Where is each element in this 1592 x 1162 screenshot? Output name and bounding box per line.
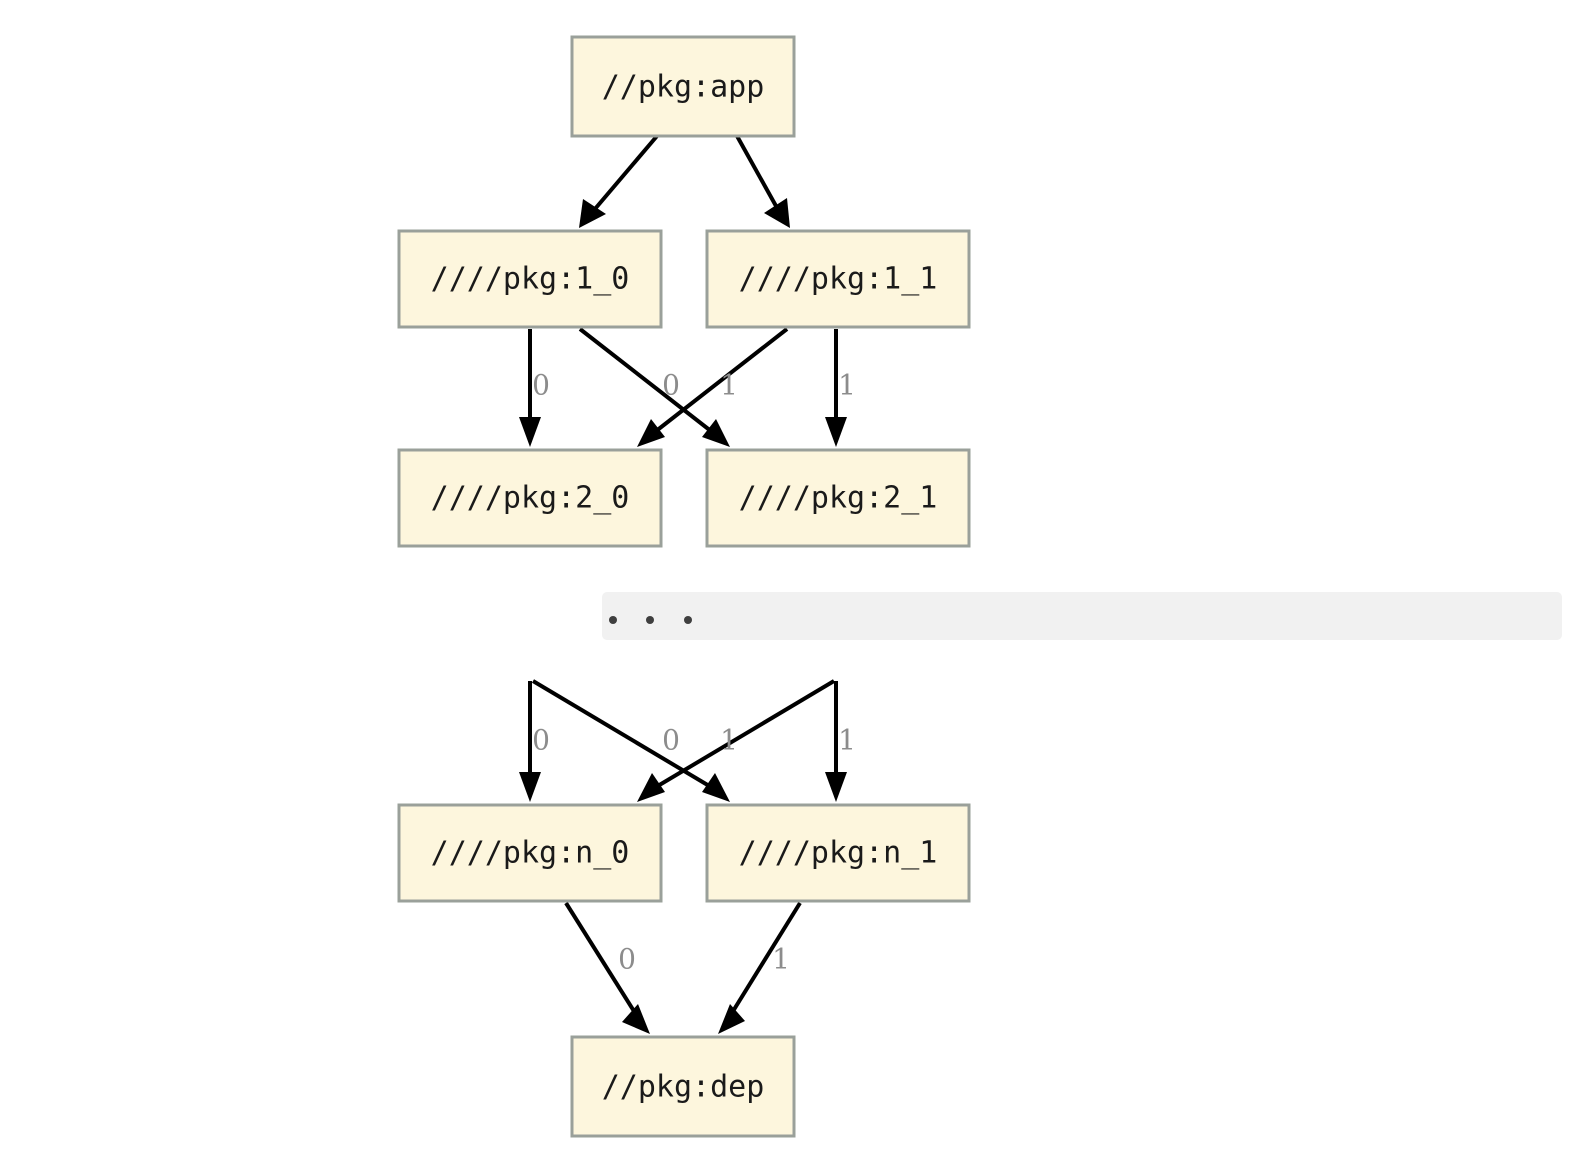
- edge-app-to-1_0: [579, 134, 659, 228]
- node-box[interactable]: [705, 229, 971, 329]
- edge-line: [564, 901, 639, 1018]
- arrowhead-icon: [637, 419, 665, 447]
- ellipsis-dot-1: [609, 616, 617, 624]
- edge-label: 0: [662, 724, 680, 757]
- node-label: ////pkg:1_0: [431, 262, 630, 297]
- node-pkg-1_1[interactable]: ////pkg:1_1: [705, 229, 971, 329]
- node-dep[interactable]: //pkg:dep: [570, 1035, 796, 1138]
- node-box[interactable]: [570, 1035, 796, 1138]
- edge-label: 1: [772, 943, 790, 976]
- edge-prev-to-n_0-cross: 1: [637, 679, 836, 802]
- edge-line: [649, 327, 789, 437]
- arrowhead-icon: [519, 772, 541, 802]
- node-pkg-2_1[interactable]: ////pkg:2_1: [705, 448, 971, 548]
- node-label: //pkg:app: [602, 70, 765, 105]
- arrowhead-icon: [622, 1004, 650, 1034]
- node-label: ////pkg:n_1: [739, 836, 938, 871]
- edge-label: 0: [532, 369, 550, 402]
- edge-label: 0: [662, 369, 680, 402]
- node-box[interactable]: [397, 229, 663, 329]
- edge-1_0-to-2_1: 0: [578, 327, 730, 447]
- node-box[interactable]: [397, 448, 663, 548]
- edge-n_0-to-dep: 0: [564, 901, 650, 1034]
- node-box[interactable]: [570, 35, 796, 138]
- node-pkg-1_0[interactable]: ////pkg:1_0: [397, 229, 663, 329]
- node-label: ////pkg:1_1: [739, 262, 938, 297]
- node-box[interactable]: [397, 803, 663, 903]
- arrowhead-icon: [764, 198, 790, 228]
- edge-label: 1: [720, 724, 738, 757]
- node-app[interactable]: //pkg:app: [570, 35, 796, 138]
- ellipsis-band: [602, 592, 1562, 640]
- node-label: ////pkg:2_1: [739, 481, 938, 516]
- arrowhead-icon: [579, 199, 606, 228]
- ellipsis-dot-2: [646, 616, 654, 624]
- ellipsis-separator: [602, 592, 1562, 640]
- edge-prev-to-n_1-cross: 0: [531, 679, 730, 802]
- edge-label: 1: [720, 369, 738, 402]
- node-pkg-2_0[interactable]: ////pkg:2_0: [397, 448, 663, 548]
- edge-line: [735, 135, 783, 216]
- edge-line: [578, 327, 718, 437]
- edge-label: 1: [838, 369, 856, 402]
- edge-line: [587, 134, 659, 218]
- node-label: ////pkg:n_0: [431, 836, 630, 871]
- node-box[interactable]: [705, 448, 971, 548]
- node-label: ////pkg:2_0: [431, 481, 630, 516]
- edge-label: 0: [532, 724, 550, 757]
- edge-label: 0: [618, 943, 636, 976]
- edge-app-to-1_1: [735, 135, 790, 228]
- arrowhead-icon: [519, 417, 541, 447]
- edge-1_1-to-2_1: 1: [825, 329, 856, 447]
- arrowhead-icon: [825, 417, 847, 447]
- edge-line: [531, 679, 718, 792]
- ellipsis-dot-3: [684, 616, 692, 624]
- node-box[interactable]: [705, 803, 971, 903]
- edge-line: [649, 679, 836, 792]
- edge-label: 1: [838, 724, 856, 757]
- node-pkg-n_0[interactable]: ////pkg:n_0: [397, 803, 663, 903]
- edge-n_1-to-dep: 1: [718, 901, 802, 1034]
- node-label: //pkg:dep: [602, 1070, 765, 1105]
- arrowhead-icon: [718, 1004, 745, 1034]
- arrowhead-icon: [637, 773, 665, 802]
- edge-prev-to-n_0: 0: [519, 681, 550, 802]
- edge-line: [728, 901, 802, 1018]
- edge-1_1-to-2_0: 1: [637, 327, 789, 447]
- edge-1_0-to-2_0: 0: [519, 329, 550, 447]
- arrowhead-icon: [825, 772, 847, 802]
- arrowhead-icon: [702, 419, 730, 447]
- node-pkg-n_1[interactable]: ////pkg:n_1: [705, 803, 971, 903]
- edge-prev-to-n_1: 1: [825, 681, 856, 802]
- arrowhead-icon: [702, 773, 730, 802]
